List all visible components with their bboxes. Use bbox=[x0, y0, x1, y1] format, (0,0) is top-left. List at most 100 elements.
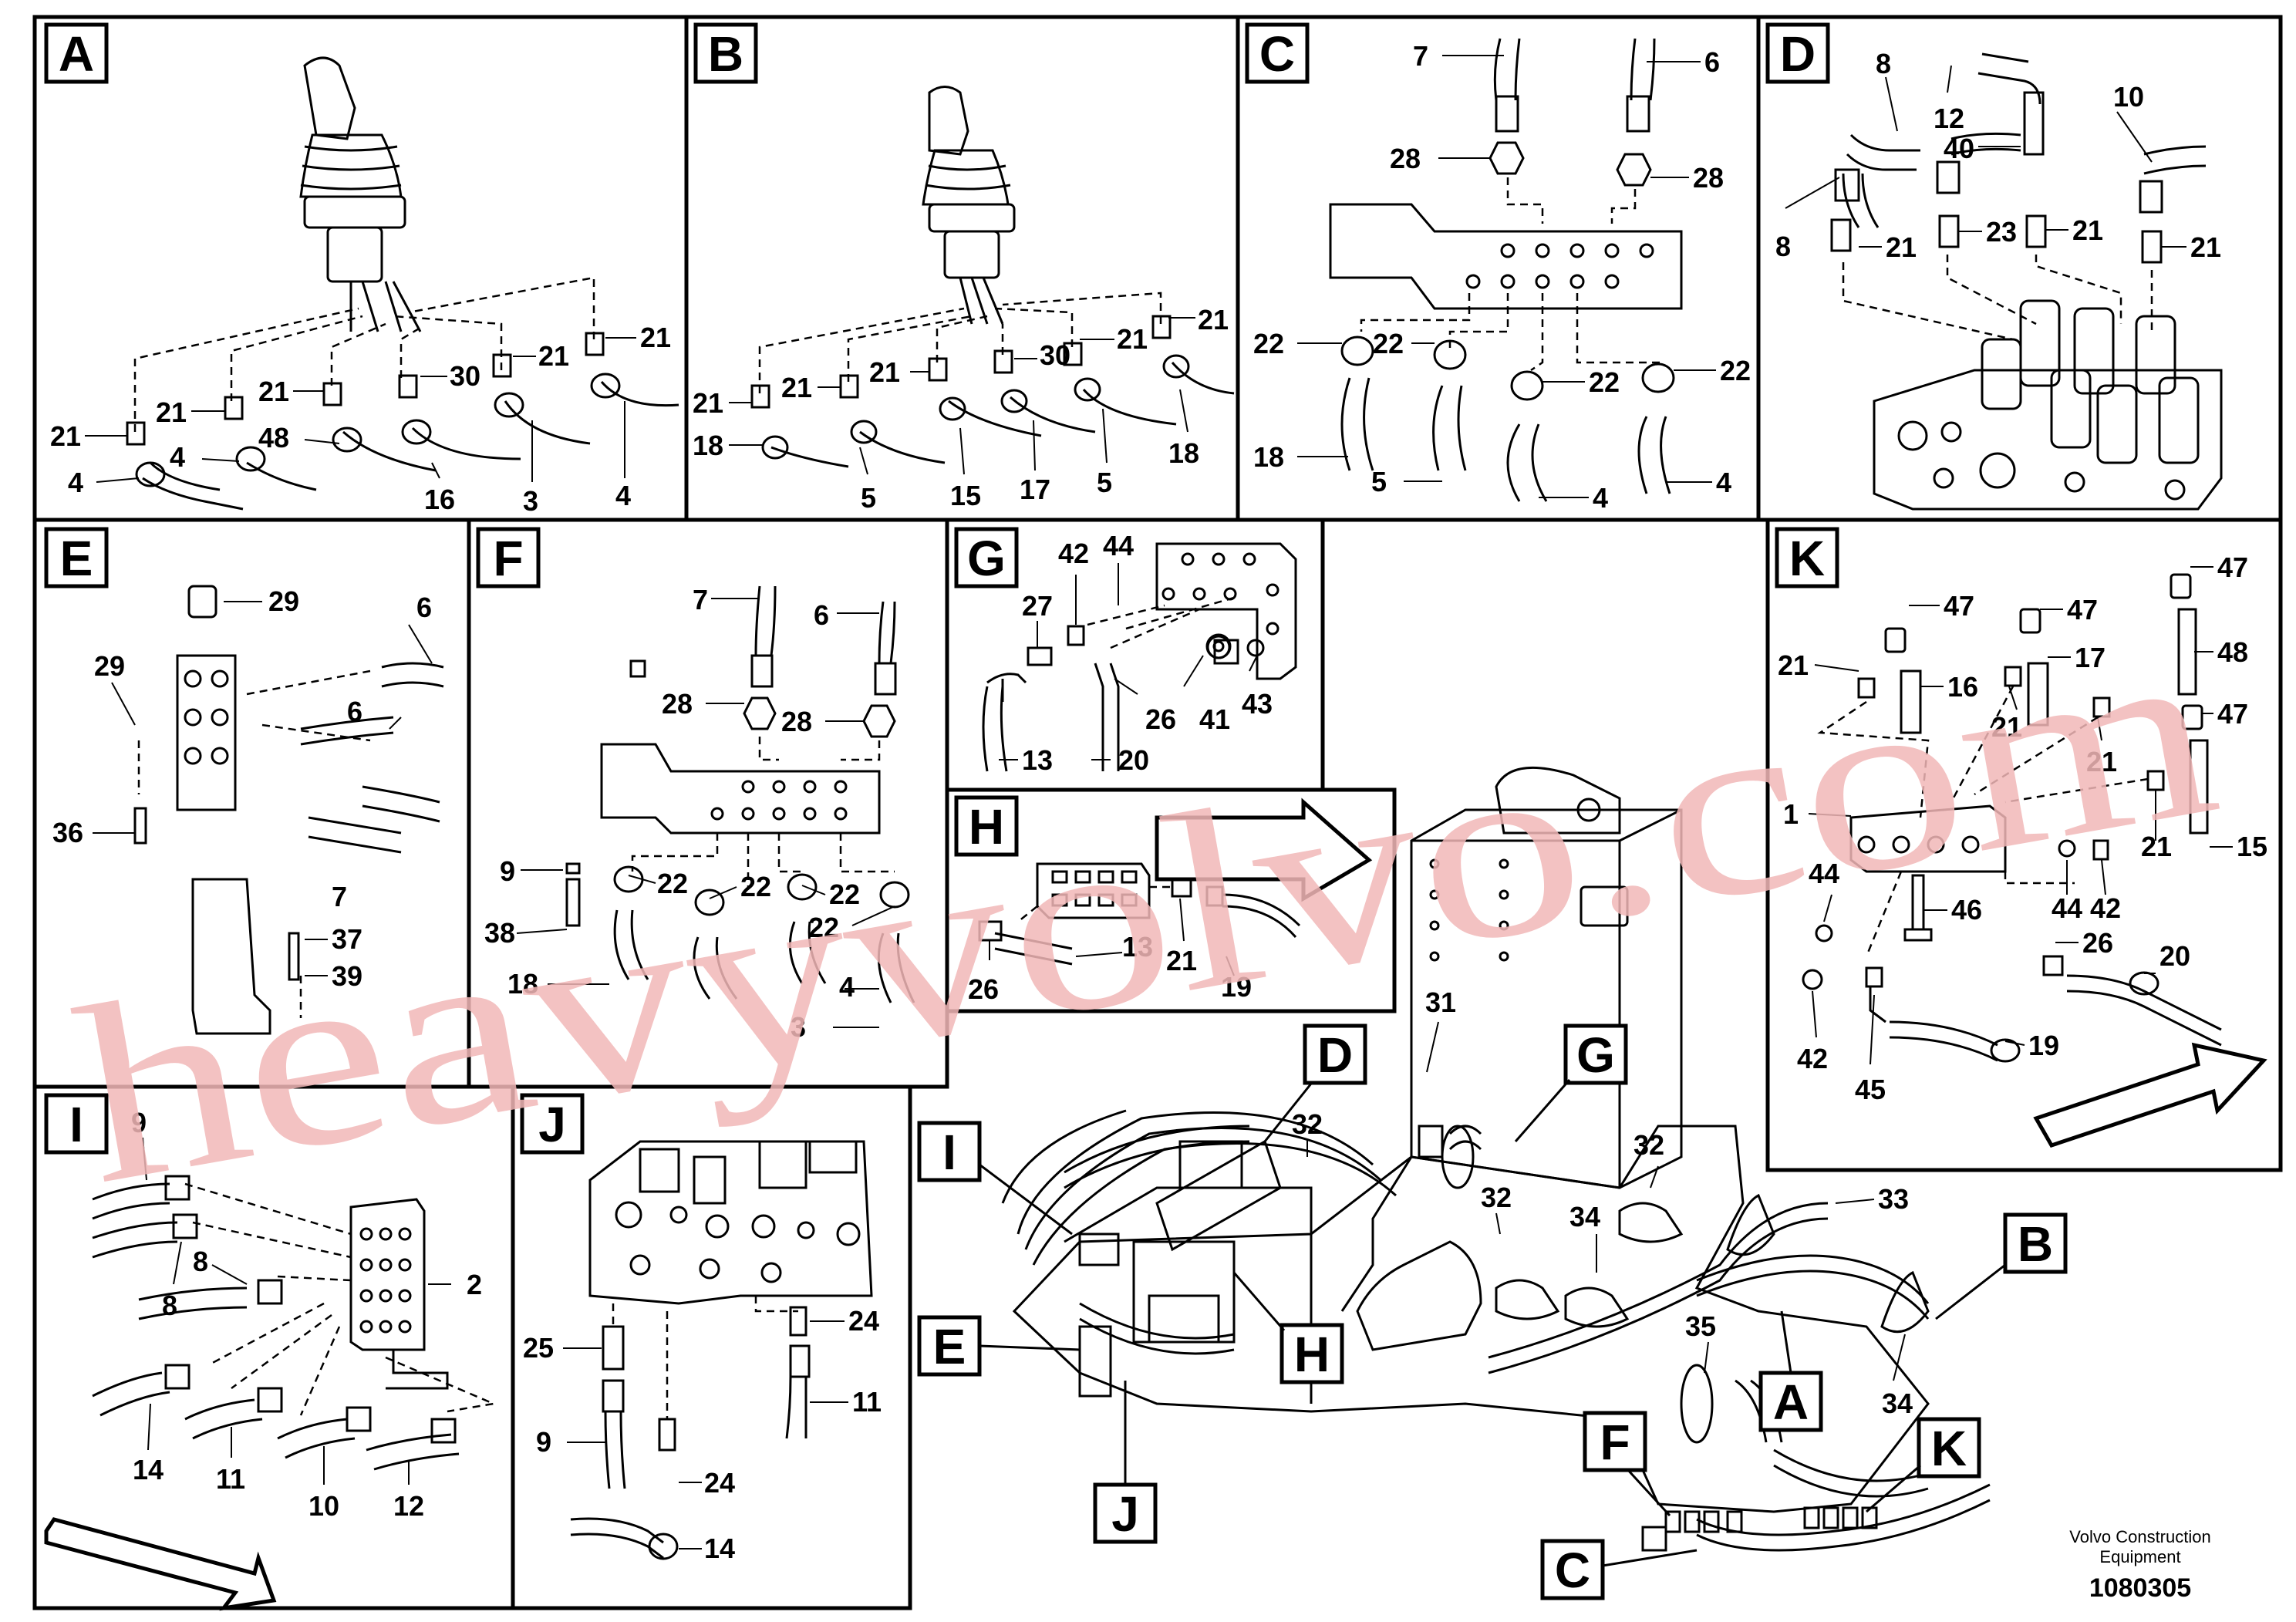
panel-c-label: 5 bbox=[1371, 466, 1387, 497]
svg-text:D: D bbox=[1780, 26, 1816, 82]
panel-d-drawing bbox=[1830, 52, 2223, 511]
main-view-label: 34 bbox=[1882, 1388, 1913, 1419]
panel-d-labels: 8 12 10 40 8 21 23 21 21 bbox=[1775, 48, 2221, 263]
panel-k-label: 47 bbox=[1944, 590, 1974, 622]
joystick-left bbox=[1880, 1270, 1930, 1334]
svg-text:G: G bbox=[1576, 1027, 1615, 1083]
panel-c-label: 18 bbox=[1253, 441, 1284, 473]
panel-b-label: 21 bbox=[869, 356, 900, 388]
panel-k-label: 16 bbox=[1947, 671, 1978, 703]
callout-i: I bbox=[917, 1121, 1073, 1236]
panel-f-label: 28 bbox=[662, 688, 693, 720]
joystick-base bbox=[303, 195, 406, 229]
panel-h-label: 21 bbox=[1166, 945, 1197, 976]
panel-e-label: 29 bbox=[268, 585, 299, 617]
panel-e-drawing bbox=[133, 585, 444, 1035]
panel-e-label: 6 bbox=[416, 592, 432, 623]
panel-k-label: 21 bbox=[1991, 711, 2022, 743]
panel-f-label: 22 bbox=[740, 871, 771, 902]
joystick-boot bbox=[922, 149, 1010, 206]
panel-k-label: 1 bbox=[1783, 798, 1799, 830]
panel-k-label: 21 bbox=[1778, 649, 1809, 681]
svg-text:D: D bbox=[1317, 1027, 1353, 1083]
svg-text:H: H bbox=[1294, 1327, 1330, 1382]
svg-text:F: F bbox=[493, 531, 523, 586]
panel-e-label: 39 bbox=[332, 960, 362, 992]
panel-g-label: 42 bbox=[1058, 538, 1089, 569]
panel-f-label: 38 bbox=[484, 917, 515, 949]
manifold-block bbox=[176, 654, 237, 811]
svg-text:B: B bbox=[2018, 1216, 2053, 1272]
panel-f-drawing bbox=[565, 585, 915, 1003]
panel-h-labels: 13 21 19 26 bbox=[968, 898, 1252, 1005]
panel-k-label: 47 bbox=[2217, 698, 2248, 730]
panel-f-label: 22 bbox=[657, 868, 688, 899]
panel-d-label: 21 bbox=[2190, 231, 2221, 263]
panel-c-drawing bbox=[1329, 38, 1683, 502]
panel-k-labels: 47 47 47 21 16 17 48 21 21 47 1 21 15 44… bbox=[1778, 551, 2267, 1105]
panel-k-label: 42 bbox=[2090, 892, 2121, 924]
panel-a-label: 30 bbox=[450, 360, 480, 392]
panel-b-label: 21 bbox=[1117, 323, 1148, 355]
panel-i-label: 14 bbox=[133, 1454, 164, 1485]
panel-j-drawing bbox=[570, 1140, 873, 1560]
panel-f-label: 18 bbox=[507, 968, 538, 1000]
panel-k-label: 21 bbox=[2141, 831, 2172, 862]
upper-frame bbox=[1012, 1125, 1930, 1513]
panel-d-label: 8 bbox=[1775, 231, 1791, 262]
panel-d-label: 21 bbox=[2072, 214, 2103, 246]
manifold-block-2 bbox=[349, 1198, 426, 1351]
panel-a-label: 4 bbox=[68, 467, 83, 498]
panel-g-drawing bbox=[982, 542, 1297, 772]
panel-b-label: 30 bbox=[1040, 339, 1070, 371]
panel-d-label: 23 bbox=[1986, 216, 2017, 248]
main-view-labels: 31 32 32 32 34 33 35 34 bbox=[1292, 986, 1913, 1419]
hose-6 bbox=[1630, 38, 1656, 101]
panel-a-label: 48 bbox=[258, 422, 289, 454]
panel-f-label: 3 bbox=[791, 1011, 806, 1043]
direction-arrow-k bbox=[2033, 1042, 2267, 1148]
panel-j-label: 11 bbox=[852, 1386, 882, 1418]
main-assembly-drawing bbox=[1001, 766, 1991, 1552]
svg-text:K: K bbox=[1931, 1421, 1967, 1476]
callout-c: C bbox=[1540, 1539, 1698, 1600]
panel-c-label: 7 bbox=[1413, 40, 1428, 72]
panel-e-letter: E bbox=[44, 527, 109, 588]
panel-j-label: 25 bbox=[523, 1332, 554, 1364]
panel-d-frame bbox=[1756, 15, 2283, 522]
panel-c-label: 22 bbox=[1589, 366, 1620, 398]
hose-7 bbox=[1493, 38, 1521, 101]
panel-d-label: 12 bbox=[1934, 103, 1964, 134]
panel-g-label: 41 bbox=[1199, 703, 1230, 735]
panel-j-letter: J bbox=[520, 1093, 585, 1155]
company-name-line2: Equipment bbox=[2099, 1547, 2180, 1566]
panel-a-label: 21 bbox=[538, 340, 569, 372]
svg-text:J: J bbox=[1111, 1486, 1139, 1542]
callout-e: E bbox=[917, 1315, 1081, 1377]
panel-k-label: 17 bbox=[2075, 642, 2106, 673]
svg-text:A: A bbox=[1773, 1374, 1809, 1430]
panel-k-label: 44 bbox=[2052, 892, 2082, 924]
panel-d-label: 10 bbox=[2113, 81, 2144, 113]
panel-k-label: 20 bbox=[2159, 940, 2190, 972]
panel-k-label: 48 bbox=[2217, 636, 2248, 668]
panel-a-hoses bbox=[135, 373, 679, 511]
panel-g-label: 27 bbox=[1022, 590, 1053, 622]
panel-c-label: 22 bbox=[1720, 355, 1751, 386]
panel-i-label: 12 bbox=[393, 1490, 424, 1522]
panel-a-fittings bbox=[126, 332, 605, 446]
callout-a: A bbox=[1758, 1310, 1823, 1432]
callout-g: G bbox=[1514, 1023, 1628, 1142]
panel-a-labels: 21 21 4 21 4 48 30 21 21 16 3 4 bbox=[50, 322, 671, 517]
main-view-label: 34 bbox=[1569, 1201, 1600, 1233]
panel-i-label: 8 bbox=[193, 1246, 208, 1277]
svg-text:C: C bbox=[1555, 1543, 1590, 1598]
drawing-number: 1080305 bbox=[2089, 1573, 2191, 1603]
bolt-36 bbox=[133, 807, 147, 845]
panel-f-label: 22 bbox=[808, 912, 839, 943]
watermark: heavyvolvo.com bbox=[59, 585, 2234, 1238]
valve-block bbox=[1873, 299, 2223, 511]
panel-b-label: 21 bbox=[1198, 304, 1229, 336]
panel-b-label: 18 bbox=[1168, 437, 1199, 469]
company-name: Volvo Construction bbox=[2069, 1527, 2210, 1546]
